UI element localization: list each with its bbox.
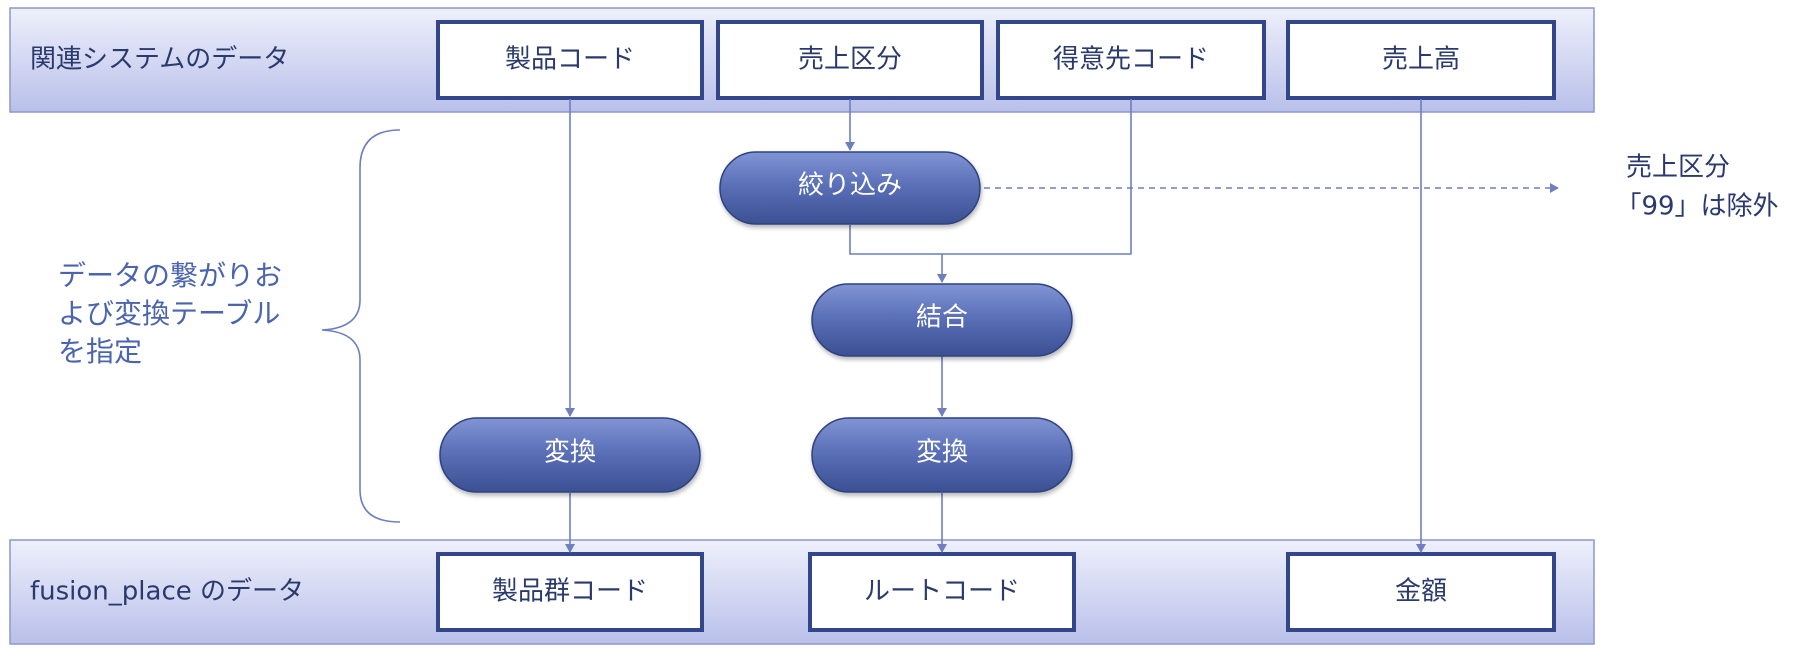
source-field-label: 得意先コード xyxy=(1053,45,1209,75)
source-field-customer-code: 得意先コード xyxy=(996,20,1266,100)
connector-customer-code-to-join xyxy=(942,99,1132,255)
node-convert-product-label: 変換 xyxy=(544,438,596,468)
source-field-sales-category: 売上区分 xyxy=(716,20,984,100)
brace-label: データの繋がりお よび変換テーブル を指定 xyxy=(58,259,282,368)
connectors xyxy=(565,99,1559,553)
node-convert-product: 変換 xyxy=(439,417,701,493)
node-join: 結合 xyxy=(811,283,1073,357)
source-band: 関連システムのデータ 製品コード 売上区分 得意先コード 売上高 xyxy=(9,7,1595,113)
node-convert-route: 変換 xyxy=(811,417,1073,493)
connector-filter-and-customer-to-join xyxy=(849,225,942,255)
target-band-label: fusion_place のデータ xyxy=(30,577,304,607)
source-field-sales-amount: 売上高 xyxy=(1286,20,1556,100)
source-field-label: 製品コード xyxy=(505,45,635,75)
exclusion-note-line1: 売上区分 xyxy=(1626,153,1730,183)
node-filter-label: 絞り込み xyxy=(798,171,902,201)
target-field-label: 製品群コード xyxy=(492,577,648,607)
target-band: fusion_place のデータ 製品群コード ルートコード 金額 xyxy=(9,539,1595,645)
exclusion-note-line2: 「99」は除外 xyxy=(1615,192,1778,222)
brace-label-line1: データの繋がりお xyxy=(58,259,282,292)
target-field-route-code: ルートコード xyxy=(808,552,1076,632)
source-field-label: 売上高 xyxy=(1382,45,1460,75)
exclusion-note: 売上区分 「99」は除外 xyxy=(1615,153,1778,222)
target-field-product-group-code: 製品群コード xyxy=(436,552,704,632)
target-field-label: 金額 xyxy=(1395,577,1447,607)
target-field-amount: 金額 xyxy=(1286,552,1556,632)
node-join-label: 結合 xyxy=(916,303,968,333)
source-field-product-code: 製品コード xyxy=(436,20,704,100)
left-brace xyxy=(321,129,401,523)
source-field-label: 売上区分 xyxy=(798,45,902,75)
brace-label-line3: を指定 xyxy=(58,335,142,368)
source-band-label: 関連システムのデータ xyxy=(30,45,289,75)
target-field-label: ルートコード xyxy=(864,577,1020,607)
brace-label-line2: よび変換テーブル xyxy=(58,297,280,330)
node-filter: 絞り込み xyxy=(719,151,981,225)
node-convert-route-label: 変換 xyxy=(916,438,968,468)
